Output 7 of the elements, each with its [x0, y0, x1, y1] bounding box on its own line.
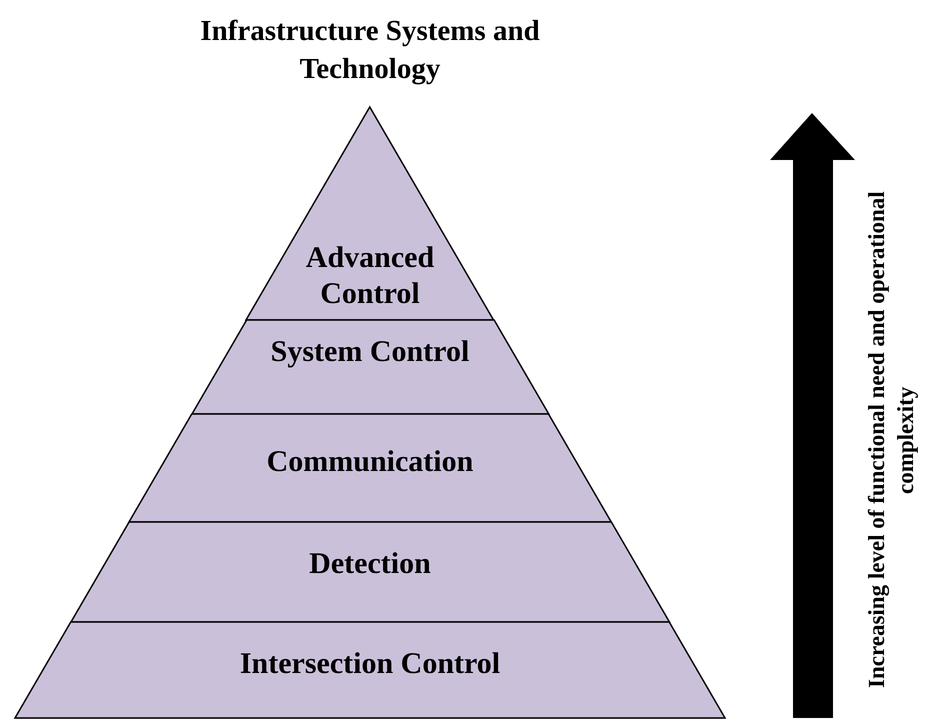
tier-label: Detection [308, 546, 432, 582]
axis-note: Increasing level of functional need and operational complexity [863, 190, 919, 690]
tier-label: Advanced Control [304, 240, 436, 312]
tier-label: Intersection Control [238, 646, 502, 682]
tier-label: Communication [266, 444, 474, 480]
diagram-title: Infrastructure Systems and Technology [199, 14, 541, 87]
tier-label: System Control [270, 334, 470, 370]
